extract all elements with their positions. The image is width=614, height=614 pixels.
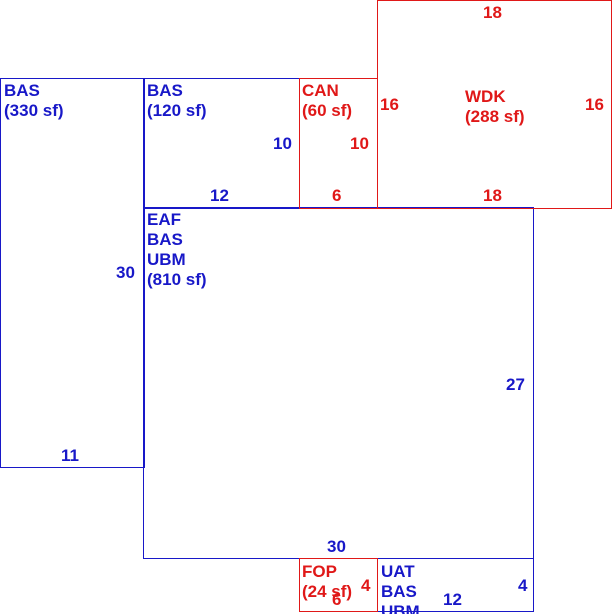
area-code: BAS (381, 582, 417, 601)
dimension-label: 30 (116, 263, 135, 282)
dimension-label: 4 (518, 576, 528, 595)
dimension-label: 30 (327, 537, 346, 556)
area-wdk-label: WDK (288 sf) (465, 87, 525, 127)
dimension-label: 10 (350, 134, 369, 153)
area-code: UAT (381, 562, 415, 581)
area-fop-label: FOP (24 sf) (302, 562, 352, 602)
area-size: (24 sf) (302, 582, 353, 601)
area-size: (810 sf) (147, 270, 207, 289)
dimension-label: 16 (380, 95, 399, 114)
dimension-label: 12 (443, 590, 462, 609)
area-bas-top-label: BAS (120 sf) (147, 81, 207, 121)
area-code: UBM (147, 250, 186, 269)
dimension-label: 4 (361, 576, 371, 595)
area-bas-left (0, 78, 145, 468)
dimension-label: 18 (483, 3, 502, 22)
area-can-label: CAN (60 sf) (302, 81, 352, 121)
area-code: WDK (465, 87, 506, 106)
area-uat-label: UAT BAS UBM (381, 562, 420, 614)
dimension-label: 16 (585, 95, 604, 114)
dimension-label: 6 (332, 186, 342, 205)
dimension-label: 18 (483, 186, 502, 205)
area-size: (120 sf) (147, 101, 207, 120)
area-main-label: EAF BAS UBM (810 sf) (147, 210, 207, 290)
area-code: BAS (147, 230, 183, 249)
area-size: (330 sf) (4, 101, 64, 120)
area-code: EAF (147, 210, 181, 229)
dimension-label: 27 (506, 375, 525, 394)
dimension-label: 12 (210, 186, 229, 205)
area-fop (299, 558, 378, 612)
area-size: (60 sf) (302, 101, 353, 120)
area-code: FOP (302, 562, 337, 581)
area-code: BAS (4, 81, 40, 100)
area-code: UBM (381, 602, 420, 614)
area-bas-left-label: BAS (330 sf) (4, 81, 64, 121)
area-code: BAS (147, 81, 183, 100)
area-code: CAN (302, 81, 339, 100)
dimension-label: 10 (273, 134, 292, 153)
area-wdk (377, 0, 612, 209)
dimension-label: 6 (332, 590, 342, 609)
area-size: (288 sf) (465, 107, 525, 126)
dimension-label: 11 (61, 446, 79, 465)
